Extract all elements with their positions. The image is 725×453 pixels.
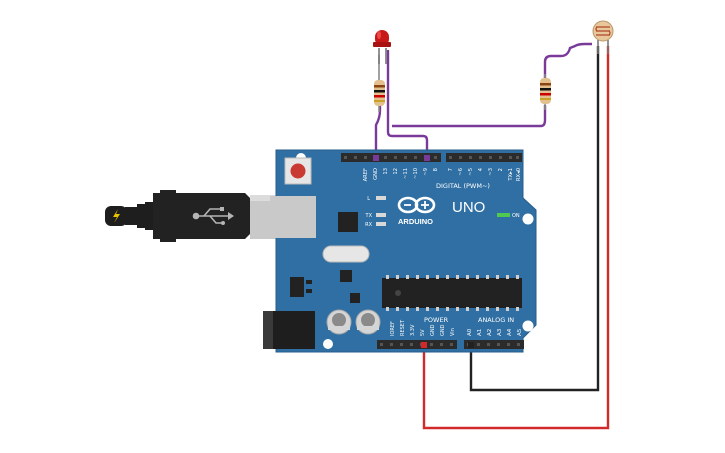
pin-label-ioref: IOREF (390, 321, 396, 336)
pin-label-gnd-b: GND (440, 324, 446, 336)
pin-label-gnd: GND (373, 168, 379, 180)
brand-label: ARDUINO (398, 217, 433, 226)
board-usb-port (270, 196, 316, 238)
pin-label-4: 4 (478, 167, 484, 171)
usb-icon (192, 207, 234, 225)
power-header (377, 340, 457, 349)
pin-label-vin: Vin (450, 328, 456, 336)
chip-small (340, 270, 352, 282)
pin-label-0: RX◂0 (516, 168, 522, 181)
capacitor (326, 309, 352, 335)
pin-label-a2: A2 (487, 329, 493, 336)
wire-endpoints (373, 155, 474, 348)
wire-purple-ldr[interactable] (543, 42, 592, 78)
power-pin-labels: IOREF RESET 3.3V 5V GND GND Vin (390, 319, 456, 336)
pin-label-a4: A4 (507, 328, 513, 336)
pin-label-9: ~9 (423, 168, 429, 176)
digital-header (341, 153, 522, 162)
pin-label-aref: AREF (363, 168, 369, 181)
power-led (497, 213, 510, 217)
pin-label-10: ~10 (413, 168, 419, 179)
pin-label-3: ~3 (488, 168, 494, 176)
arduino-uno-board[interactable]: L TX RX ARDUINO UNO ON AREF GND 1 (263, 149, 537, 353)
pin-label-8: 8 (433, 168, 439, 171)
wire-black-a0[interactable] (469, 46, 600, 392)
digital-pin-labels: AREF GND 13 12 ~11 ~10 ~9 8 7 ~6 ~5 4 ~3… (363, 167, 522, 181)
pin-label-13: 13 (383, 168, 389, 175)
pin-label-3v3: 3.3V (410, 324, 416, 336)
lightning-icon (113, 209, 120, 223)
pin-label-a0: A0 (467, 328, 473, 336)
pin-label-6: ~6 (458, 168, 464, 176)
led-rx (376, 222, 386, 226)
model-label: UNO (452, 199, 485, 216)
pin-label-5: ~5 (468, 168, 474, 176)
pin-label-12: 12 (393, 168, 399, 175)
pin-label-a5: A5 (517, 328, 523, 336)
wires (374, 40, 610, 430)
mount-hole (323, 339, 333, 349)
power-jack[interactable] (263, 311, 315, 349)
label-on: ON (512, 213, 520, 219)
analog-header-label: ANALOG IN (478, 316, 514, 324)
pin-label-reset: RESET (400, 319, 406, 336)
label-tx: TX (365, 213, 373, 219)
pin-label-1: TX▸1 (508, 168, 514, 182)
pin-label-2: 2 (498, 168, 504, 171)
mount-hole (522, 213, 534, 225)
crystal (322, 245, 370, 263)
led-tx (376, 213, 386, 217)
wire-red-5v[interactable] (422, 46, 610, 430)
resistor-led[interactable] (374, 80, 385, 106)
wire-purple-pin9[interactable] (386, 50, 547, 158)
pin-label-5v: 5V (420, 329, 426, 336)
digital-header-label: DIGITAL (PWM~) (436, 182, 490, 190)
capacitor (355, 309, 381, 335)
pin-label-gnd-a: GND (430, 324, 436, 336)
red-led[interactable] (373, 30, 391, 47)
mount-hole (522, 320, 534, 332)
chip-small-2 (350, 293, 360, 303)
chip-regulator (290, 277, 304, 297)
pin-label-11: ~11 (403, 168, 409, 179)
pin-label-a3: A3 (497, 328, 503, 336)
pin-label-7: 7 (448, 168, 454, 171)
label-l: L (367, 196, 370, 202)
resistor-ldr[interactable] (540, 78, 551, 104)
analog-pin-labels: A0 A1 A2 A3 A4 A5 (467, 328, 523, 336)
chip-atmega16u2 (338, 212, 358, 232)
photoresistor[interactable] (592, 20, 614, 42)
reset-button[interactable] (284, 157, 312, 185)
power-header-label: POWER (424, 316, 449, 324)
pin-label-a1: A1 (477, 329, 483, 336)
label-rx: RX (365, 222, 372, 228)
led-l (376, 196, 386, 200)
wire-purple-gnd[interactable] (374, 105, 382, 158)
arduino-infinity-logo (397, 196, 436, 214)
chip-atmega328 (382, 275, 522, 311)
